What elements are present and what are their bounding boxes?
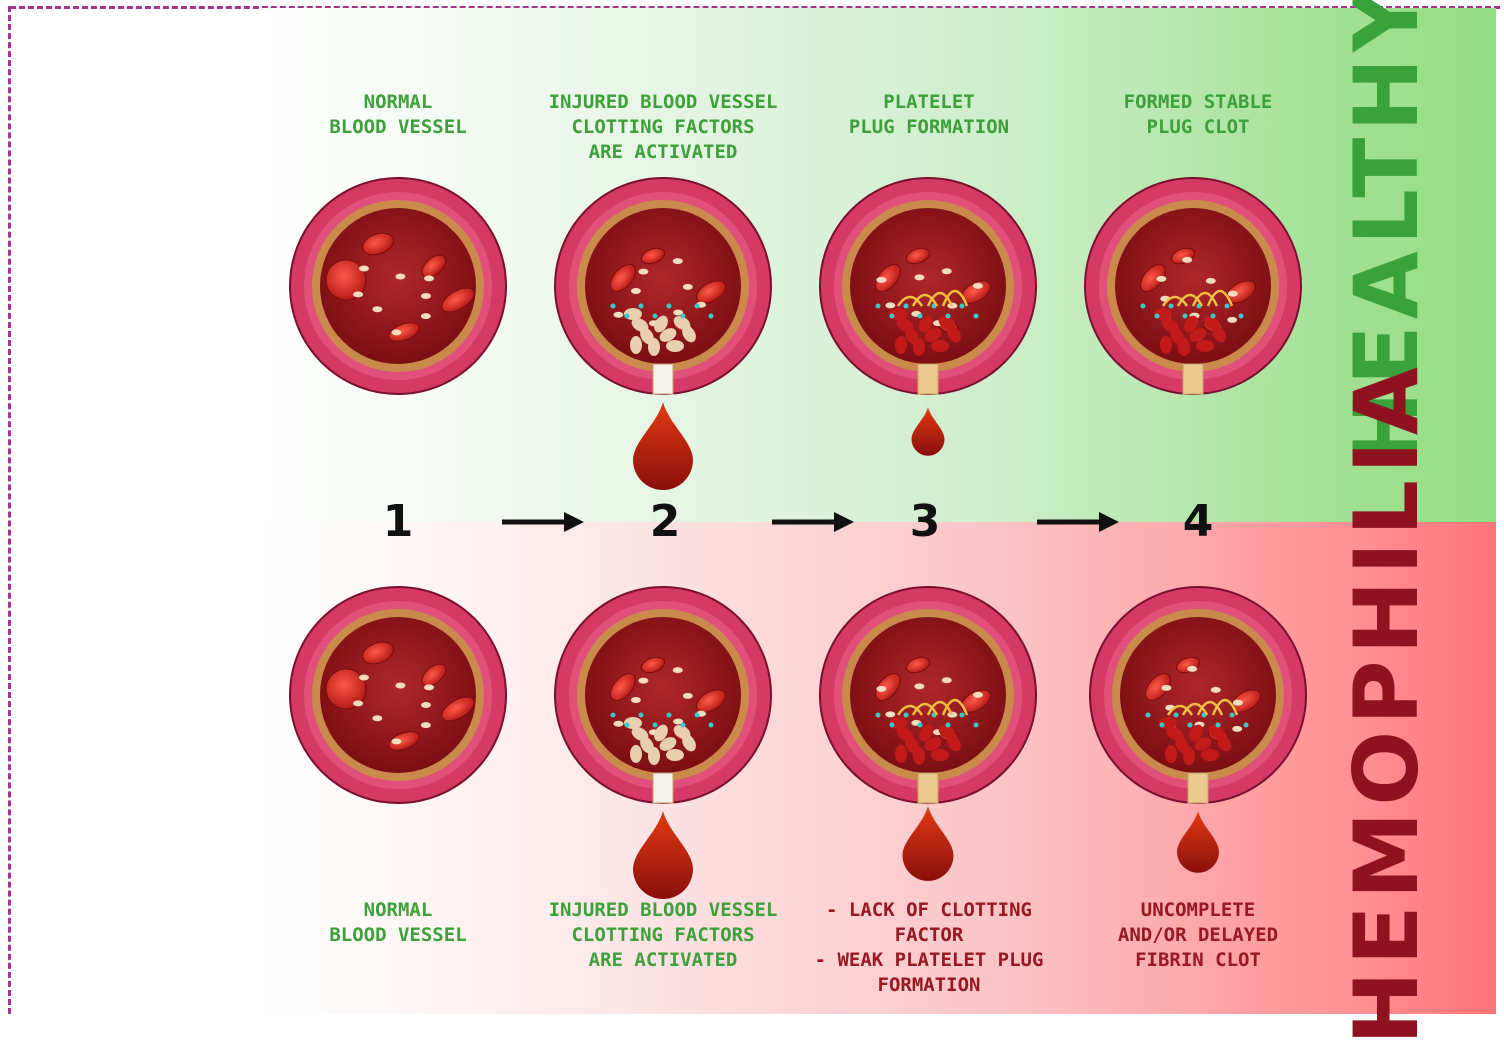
blood-vessel-cross-section bbox=[820, 178, 1036, 456]
blood-drop-icon bbox=[633, 402, 693, 490]
blood-vessel-cross-section bbox=[290, 587, 506, 803]
blood-vessel-cross-section bbox=[555, 178, 771, 490]
blood-drop-icon bbox=[633, 811, 693, 899]
blood-vessel-cross-section bbox=[1090, 587, 1306, 873]
blood-drop-icon bbox=[912, 407, 945, 455]
blood-vessel-cross-section bbox=[290, 178, 506, 394]
blood-vessel-cross-section bbox=[1085, 178, 1301, 394]
vessel-illustrations bbox=[0, 0, 1504, 1014]
blood-vessel-cross-section bbox=[555, 587, 771, 899]
blood-vessel-cross-section bbox=[820, 587, 1036, 881]
blood-drop-icon bbox=[903, 806, 954, 881]
blood-drop-icon bbox=[1177, 811, 1219, 873]
